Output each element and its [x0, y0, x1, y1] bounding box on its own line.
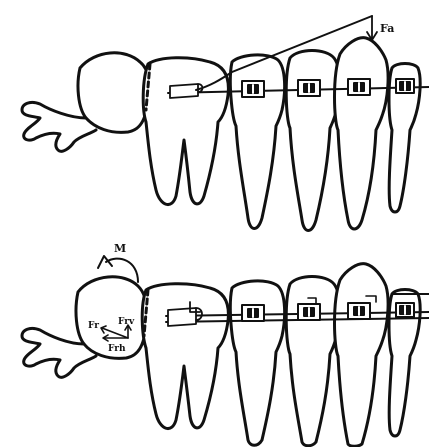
orthodontic-bracket-icon [242, 81, 264, 97]
label-fr: Fr [88, 321, 99, 331]
impacted-molar-top [22, 53, 149, 151]
tooth-top-3 [335, 38, 389, 229]
orthodontic-bracket-icon [298, 80, 320, 96]
orthodontic-bracket-icon [396, 79, 414, 93]
label-m: M [114, 242, 126, 255]
tooth-bottom-2 [286, 277, 339, 446]
top-panel [22, 16, 429, 231]
second-molar-bottom [142, 284, 228, 429]
orthodontic-bracket-icon [242, 305, 264, 321]
molar-tube-top [170, 84, 203, 98]
orthodontic-bracket-icon [348, 79, 370, 95]
orthodontic-bracket-icon [396, 303, 414, 317]
tooth-top-2 [286, 51, 339, 231]
tooth-bottom-3 [335, 264, 389, 447]
second-molar-top [143, 58, 228, 205]
bottom-panel [22, 256, 429, 446]
label-fa: Fa [380, 22, 394, 35]
label-frh: Frh [108, 344, 126, 354]
label-frv: Frv [118, 317, 135, 327]
